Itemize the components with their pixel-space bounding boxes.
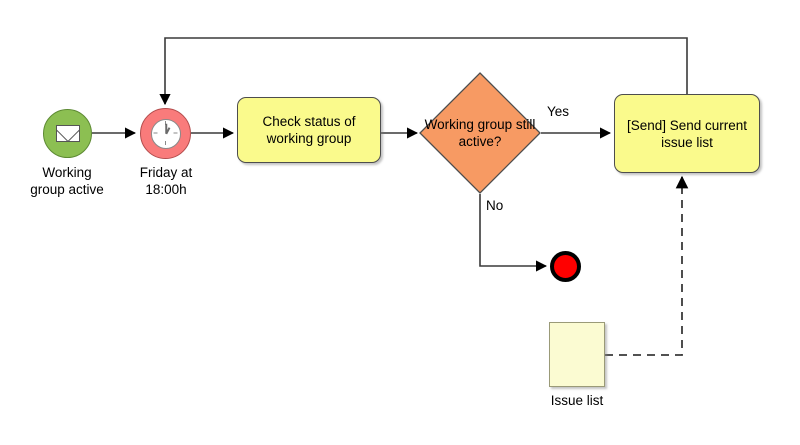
edge-label-no: No — [486, 198, 504, 213]
start-event-working-group-active[interactable] — [43, 109, 92, 158]
gateway-label: Working group still active? — [424, 117, 536, 149]
start-event-label: Working group active — [30, 165, 104, 197]
edge-gateway-no-to-end — [479, 194, 548, 272]
diamond-icon — [419, 72, 541, 194]
gateway-working-group-still-active[interactable]: Working group still active? — [419, 72, 541, 194]
clock-icon — [150, 118, 181, 149]
data-object-issue-list[interactable] — [549, 322, 605, 387]
task-send-label: [Send] Send current issue list — [626, 117, 748, 150]
edge-data-to-send — [605, 175, 689, 356]
envelope-icon — [55, 125, 80, 142]
edge-label-yes: Yes — [547, 104, 570, 119]
task-send-current-issue-list[interactable]: [Send] Send current issue list — [614, 94, 760, 173]
edge-send-loop-to-timer — [159, 37, 688, 106]
task-check-status-of-working-group[interactable]: Check status of working group — [237, 97, 381, 163]
data-object-label: Issue list — [550, 393, 604, 408]
task-check-status-label: Check status of working group — [262, 114, 356, 146]
end-event[interactable] — [550, 251, 581, 282]
timer-event-friday-1800[interactable] — [140, 108, 191, 159]
timer-event-label: Friday at 18:00h — [139, 165, 193, 197]
